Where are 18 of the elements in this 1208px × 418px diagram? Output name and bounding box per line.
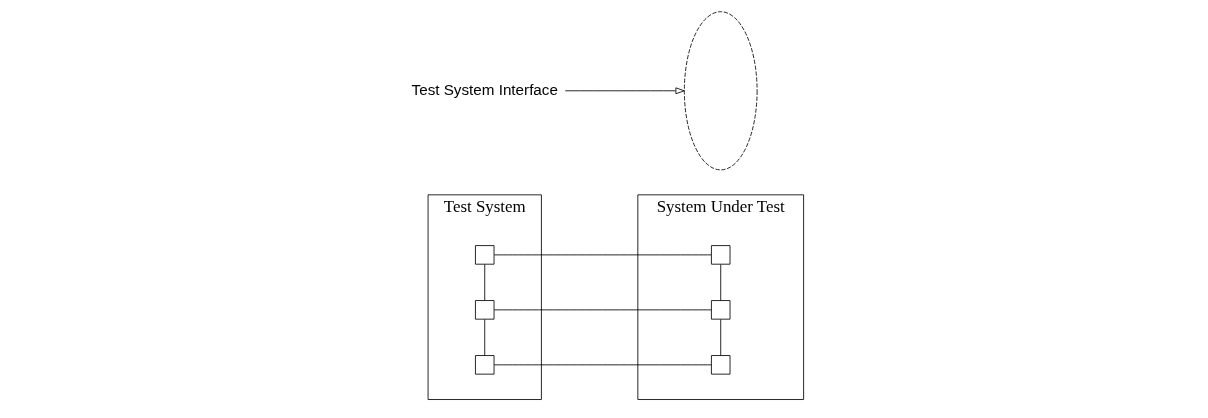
cluster: Test System	[427, 194, 542, 400]
cluster: System Under Test	[637, 194, 805, 400]
node-box	[475, 245, 495, 265]
arrow	[564, 87, 685, 95]
connector	[484, 264, 486, 301]
node-ellipse	[683, 11, 758, 171]
node-box	[711, 300, 731, 320]
connector	[720, 264, 722, 301]
node-box	[475, 300, 495, 320]
connector	[484, 319, 486, 356]
connector	[493, 364, 712, 366]
node-text: Test System Interface	[411, 80, 558, 98]
connector	[720, 319, 722, 356]
connector	[493, 254, 712, 256]
node-box	[711, 355, 731, 375]
node-box	[475, 355, 495, 375]
connector	[493, 309, 712, 311]
node-box	[711, 245, 731, 265]
